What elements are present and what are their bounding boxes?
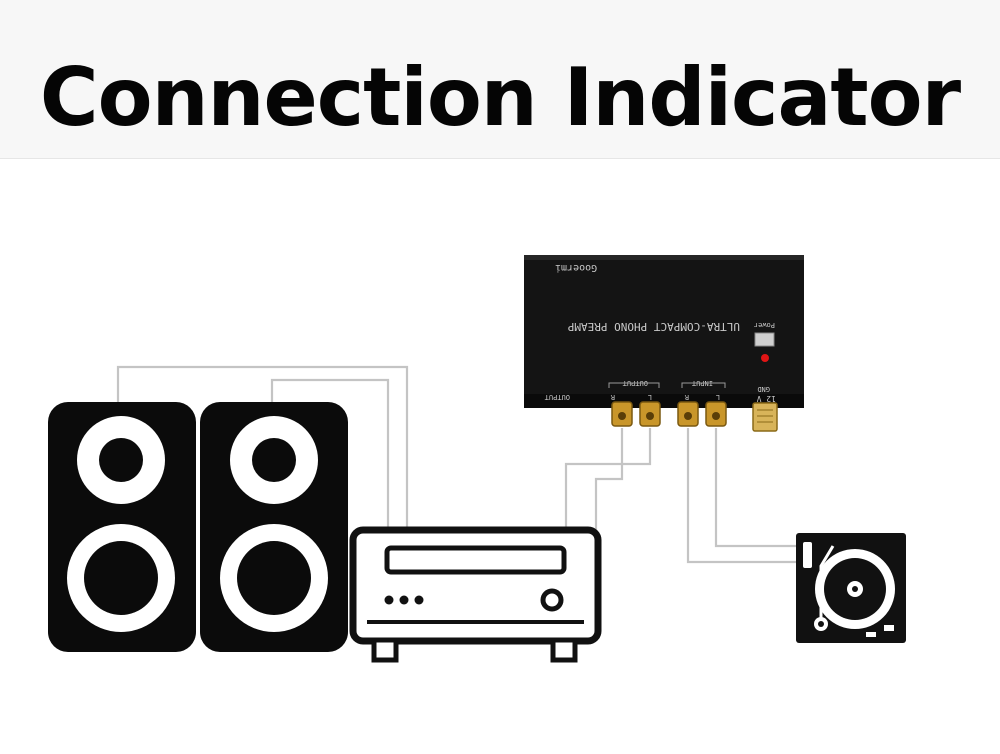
rca-jack-output-l xyxy=(639,401,661,427)
preamp-brand: Gooermi xyxy=(555,262,597,273)
output-r-label: R xyxy=(610,393,615,401)
speaker-right-icon xyxy=(200,402,348,652)
voltage-label: 12 V xyxy=(757,394,776,403)
output-l-label: L xyxy=(648,393,652,401)
input-r-label: R xyxy=(684,393,689,401)
title-banner xyxy=(0,0,1000,159)
rca-jack-output-r xyxy=(611,401,633,427)
phono-preamp: Gooermi ULTRA-COMPACT PHONO PREAMP Power… xyxy=(524,255,804,408)
cable-preamp-input-r xyxy=(714,428,800,548)
power-label: Power xyxy=(754,321,775,329)
rca-jack-input-r xyxy=(677,401,699,427)
cable-preamp-output-r xyxy=(594,428,624,531)
gnd-terminal xyxy=(752,402,778,432)
power-led xyxy=(761,354,769,362)
input-l-label: L xyxy=(716,393,720,401)
cable-speaker-left-to-receiver xyxy=(116,365,409,531)
rca-connectors xyxy=(611,401,778,432)
output-side-label: OUTPUT xyxy=(544,393,570,401)
cables xyxy=(116,365,800,564)
cable-preamp-output-l xyxy=(564,428,652,531)
amplifier-icon xyxy=(349,526,602,663)
preamp-product-label: ULTRA-COMPACT PHONO PREAMP xyxy=(567,320,740,333)
turntable-icon xyxy=(796,533,906,643)
rca-jack-input-l xyxy=(705,401,727,427)
cable-speaker-right-to-receiver xyxy=(270,378,390,531)
power-button xyxy=(754,332,775,347)
page-title: Connection Indicator xyxy=(39,51,961,144)
gnd-label: GND xyxy=(757,385,770,393)
cable-preamp-input-l xyxy=(686,428,800,564)
speaker-left-icon xyxy=(48,402,196,652)
